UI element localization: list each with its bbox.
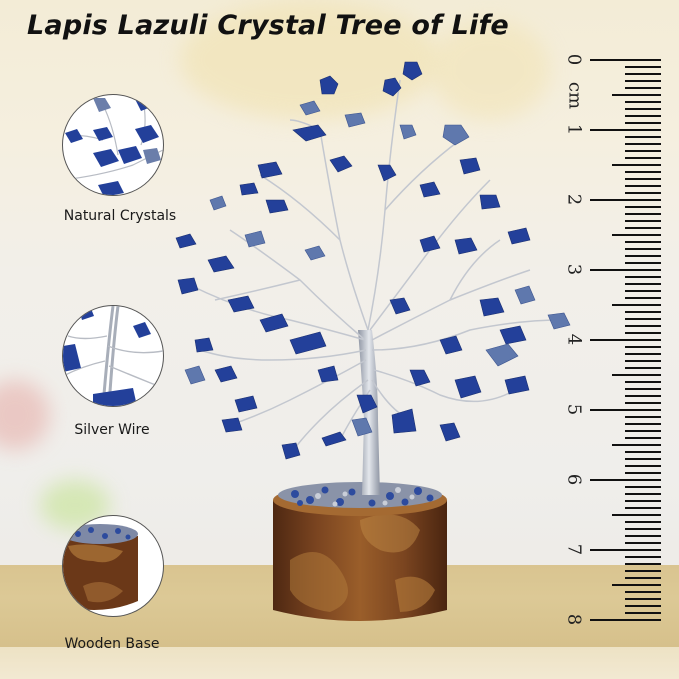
ruler-label-2: 2 bbox=[563, 193, 585, 206]
wooden-table-front bbox=[0, 647, 679, 679]
ruler-label-3: 3 bbox=[563, 263, 585, 276]
ruler-label-5: 5 bbox=[563, 403, 585, 416]
wooden-base bbox=[273, 482, 447, 621]
ruler-label-4: 4 bbox=[563, 333, 585, 346]
page-title: Lapis Lazuli Crystal Tree of Life bbox=[27, 10, 509, 41]
ruler-label-6: 6 bbox=[563, 473, 585, 486]
ruler-unit-label: cm bbox=[564, 81, 586, 110]
ruler-label-7: 7 bbox=[563, 543, 585, 556]
feature-label-wooden-base: Wooden Base bbox=[64, 636, 160, 652]
tree-trunk bbox=[358, 330, 380, 495]
wooden-base-closeup-image bbox=[62, 515, 164, 617]
lapis-crystals bbox=[175, 61, 571, 460]
silver-wire-branches bbox=[189, 79, 561, 456]
measurement-ruler: 0 cm 1 2 3 4 5 6 7 8 bbox=[560, 40, 670, 640]
feature-label-silver-wire: Silver Wire bbox=[74, 422, 150, 438]
ruler-label-1: 1 bbox=[563, 123, 585, 136]
background-bokeh bbox=[430, 20, 550, 120]
ruler-label-8: 8 bbox=[563, 613, 585, 626]
silver-wire-closeup-image bbox=[62, 305, 164, 407]
ruler-ticks bbox=[590, 59, 661, 621]
feature-label-natural-crystals: Natural Crystals bbox=[63, 208, 177, 224]
crystal-closeup-image bbox=[62, 94, 164, 196]
ruler-label-0: 0 bbox=[563, 53, 585, 66]
